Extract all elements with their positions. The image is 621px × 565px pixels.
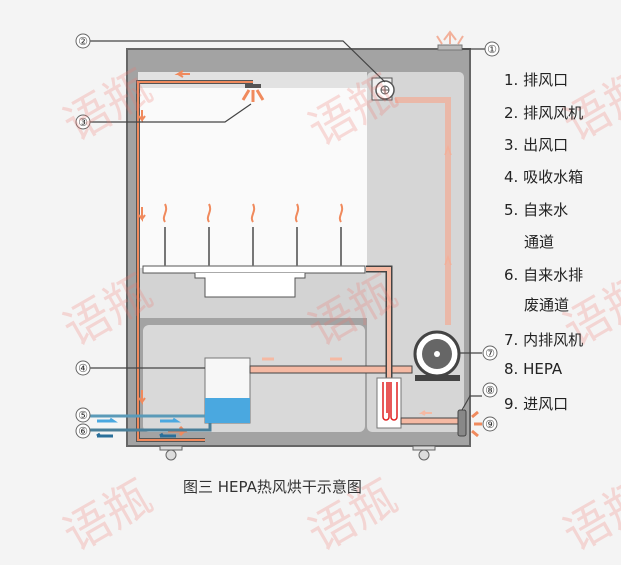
legend-item: 2. 排风风机 (504, 104, 584, 122)
drip-tray (194, 273, 306, 298)
legend-item: 9. 进风口 (504, 395, 569, 413)
legend-item: 7. 内排风机 (504, 331, 584, 349)
cabinet-feet (159, 445, 436, 461)
absorption-water-tank (204, 357, 251, 424)
air-pipe-to-fan (249, 365, 413, 374)
legend-item: 1. 排风口 (504, 71, 569, 89)
legend-item: 5. 自来水 (504, 201, 569, 219)
svg-text:⑦: ⑦ (485, 347, 495, 360)
legend-item: 通道 (524, 233, 555, 251)
legend-item: 6. 自来水排 (504, 266, 584, 284)
air-inlet-pipe (400, 417, 459, 425)
svg-text:⑥: ⑥ (78, 425, 88, 438)
svg-text:③: ③ (78, 116, 88, 129)
exhaust-outlet (437, 44, 463, 51)
hepa-drying-diagram: ② ① ③ ④ ⑤ ⑥ ⑦ ⑧ ⑨ (75, 30, 500, 461)
legend-item: 3. 出风口 (504, 136, 569, 154)
tap-water-drain (90, 423, 212, 432)
exhaust-fan (371, 77, 395, 101)
exhaust-duct (395, 97, 451, 325)
legend-item: 废通道 (524, 296, 570, 314)
svg-text:④: ④ (78, 362, 88, 375)
svg-text:⑨: ⑨ (485, 418, 495, 431)
svg-text:①: ① (487, 43, 497, 56)
internal-exhaust-fan (413, 330, 461, 381)
callout-numbers: ② ① ③ ④ ⑤ ⑥ ⑦ ⑧ ⑨ (75, 33, 500, 439)
hepa-heater-box (376, 377, 402, 429)
legend-item: 8. HEPA (504, 360, 563, 378)
shelf (142, 265, 366, 274)
svg-text:⑧: ⑧ (485, 384, 495, 397)
svg-text:②: ② (78, 35, 88, 48)
svg-text:⑤: ⑤ (78, 409, 88, 422)
lower-compartment (143, 325, 365, 432)
heating-rods (162, 203, 344, 266)
figure-caption: 图三 HEPA热风烘干示意图 (183, 478, 362, 496)
hepa-filter (457, 409, 467, 437)
callout-lines (90, 40, 485, 411)
air-outlet-nozzle (245, 84, 261, 88)
legend-item: 4. 吸收水箱 (504, 168, 584, 186)
